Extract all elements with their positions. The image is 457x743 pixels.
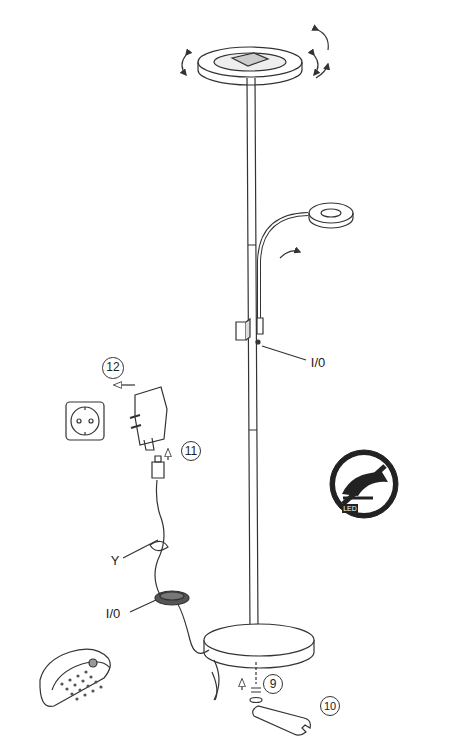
remote-button <box>75 697 78 700</box>
callout-number: 12 <box>102 357 123 378</box>
remote-button <box>70 692 73 695</box>
cable-label: Y <box>110 553 121 568</box>
callout-number: 10 <box>320 696 340 716</box>
remote-button <box>91 689 94 692</box>
switch-label: I/0 <box>310 355 326 370</box>
led-icon-text: LED <box>342 504 358 513</box>
remote-button <box>94 680 97 683</box>
remote-button <box>84 670 87 673</box>
remote-button <box>99 685 102 688</box>
remote-button <box>60 682 63 685</box>
remote-button <box>89 675 92 678</box>
remote-button <box>86 684 89 687</box>
switch-label: I/0 <box>105 606 121 621</box>
remote-button <box>73 683 76 686</box>
callout-number: 9 <box>263 674 283 694</box>
remote-button <box>68 678 71 681</box>
remote-button <box>78 688 81 691</box>
remote-button <box>83 693 86 696</box>
callout-number: 11 <box>181 441 201 461</box>
remote-button <box>65 687 68 690</box>
remote-button <box>76 674 79 677</box>
remote-button <box>81 679 84 682</box>
